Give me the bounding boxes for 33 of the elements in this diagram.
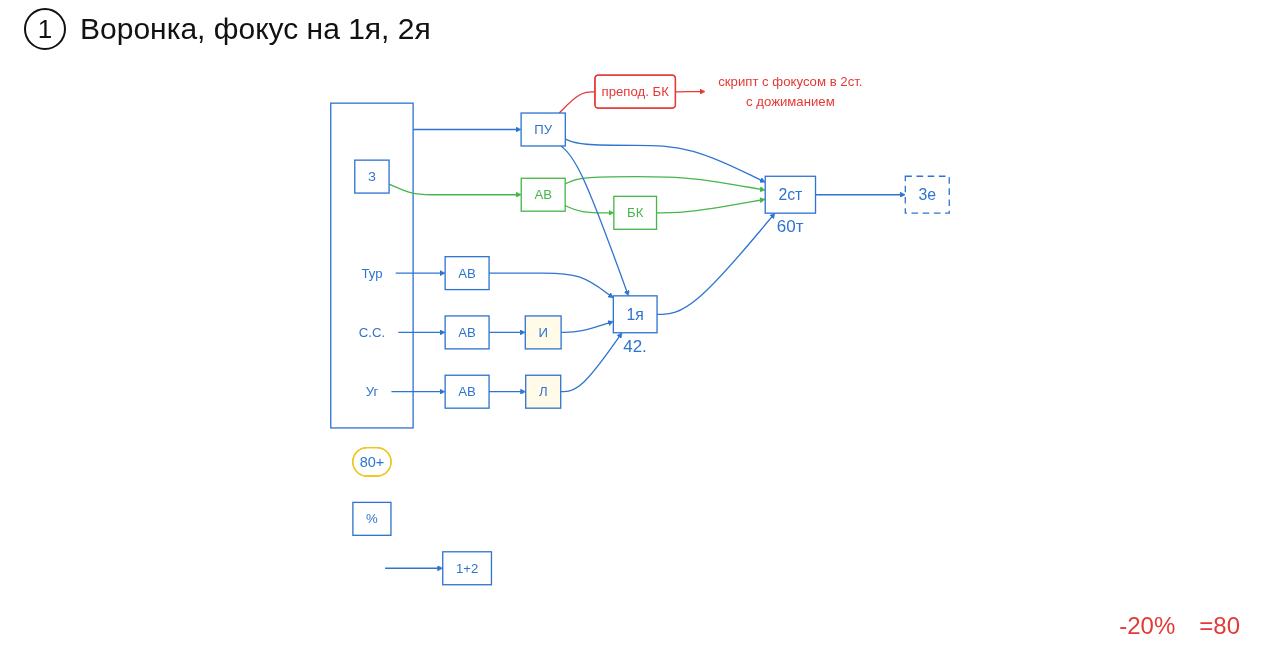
arrow	[560, 145, 630, 297]
node-caption: 42.	[623, 336, 647, 358]
arrow	[384, 565, 443, 572]
arrow	[397, 329, 446, 336]
node-box: АВ	[520, 177, 566, 212]
node-box: БК	[613, 195, 658, 230]
node-caption: 60т	[776, 217, 804, 238]
arrow	[390, 388, 446, 395]
node-text: Тур	[361, 265, 383, 281]
node-box: АВ	[444, 256, 490, 291]
note-text: -20%	[1119, 612, 1176, 640]
node-box: 2ст	[764, 175, 817, 214]
node-box: %	[352, 501, 392, 536]
node-text: С.С.	[358, 325, 386, 340]
node-box: З	[354, 159, 390, 194]
note-text: =80	[1199, 612, 1240, 640]
circled-number: 1	[24, 8, 66, 50]
node-box: ПУ	[520, 112, 566, 147]
node-box: АВ	[444, 315, 490, 350]
node-box: АВ	[444, 374, 490, 409]
title: Воронка, фокус на 1я, 2я	[80, 12, 431, 46]
arrow	[675, 88, 706, 95]
node-text: скрипт с фокусом в 2ст. с дожиманием	[718, 74, 863, 109]
node-text: Уг	[365, 384, 379, 399]
arrow	[394, 270, 446, 276]
node-box: И	[524, 315, 562, 350]
node-box: 1+2	[442, 551, 493, 586]
arrow	[560, 332, 623, 393]
node-box: Л	[525, 374, 562, 409]
node-box: 1я	[612, 295, 658, 334]
cluster	[330, 102, 414, 429]
arrow	[412, 126, 522, 133]
node-box: 3е	[904, 175, 950, 214]
